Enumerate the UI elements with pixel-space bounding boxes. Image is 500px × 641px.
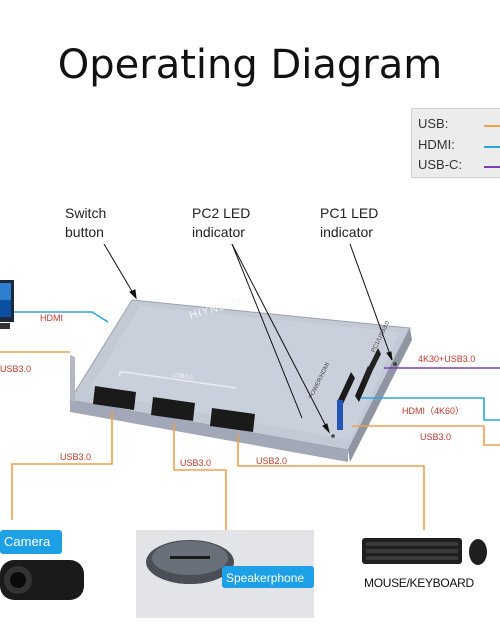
wire-label-usb-camera: USB3.0 [60, 452, 91, 462]
wire-label-usb-right: USB3.0 [420, 432, 451, 442]
wire-usb-camera [12, 412, 112, 520]
keyboard-mouse-device [362, 538, 487, 565]
wire-label-hdmi-right: HDMI（4K60） [402, 404, 464, 417]
speakerphone-label: Speakerphone [226, 571, 304, 585]
wire-label-usb-left-top: USB3.0 [0, 364, 31, 374]
hub-device [70, 300, 412, 462]
wire-label-usb-keyboard: USB2.0 [256, 456, 287, 466]
wire-label-usbc-right: 4K30+USB3.0 [418, 354, 475, 364]
monitor-icon [0, 280, 14, 329]
wire-label-usb-speaker: USB3.0 [180, 458, 211, 468]
camera-label: Camera [4, 534, 50, 549]
wire-label-hdmi-monitor: HDMI [40, 313, 63, 323]
mouse-keyboard-label: MOUSE/KEYBOARD [364, 576, 474, 590]
wire-usb-speaker [174, 423, 226, 530]
